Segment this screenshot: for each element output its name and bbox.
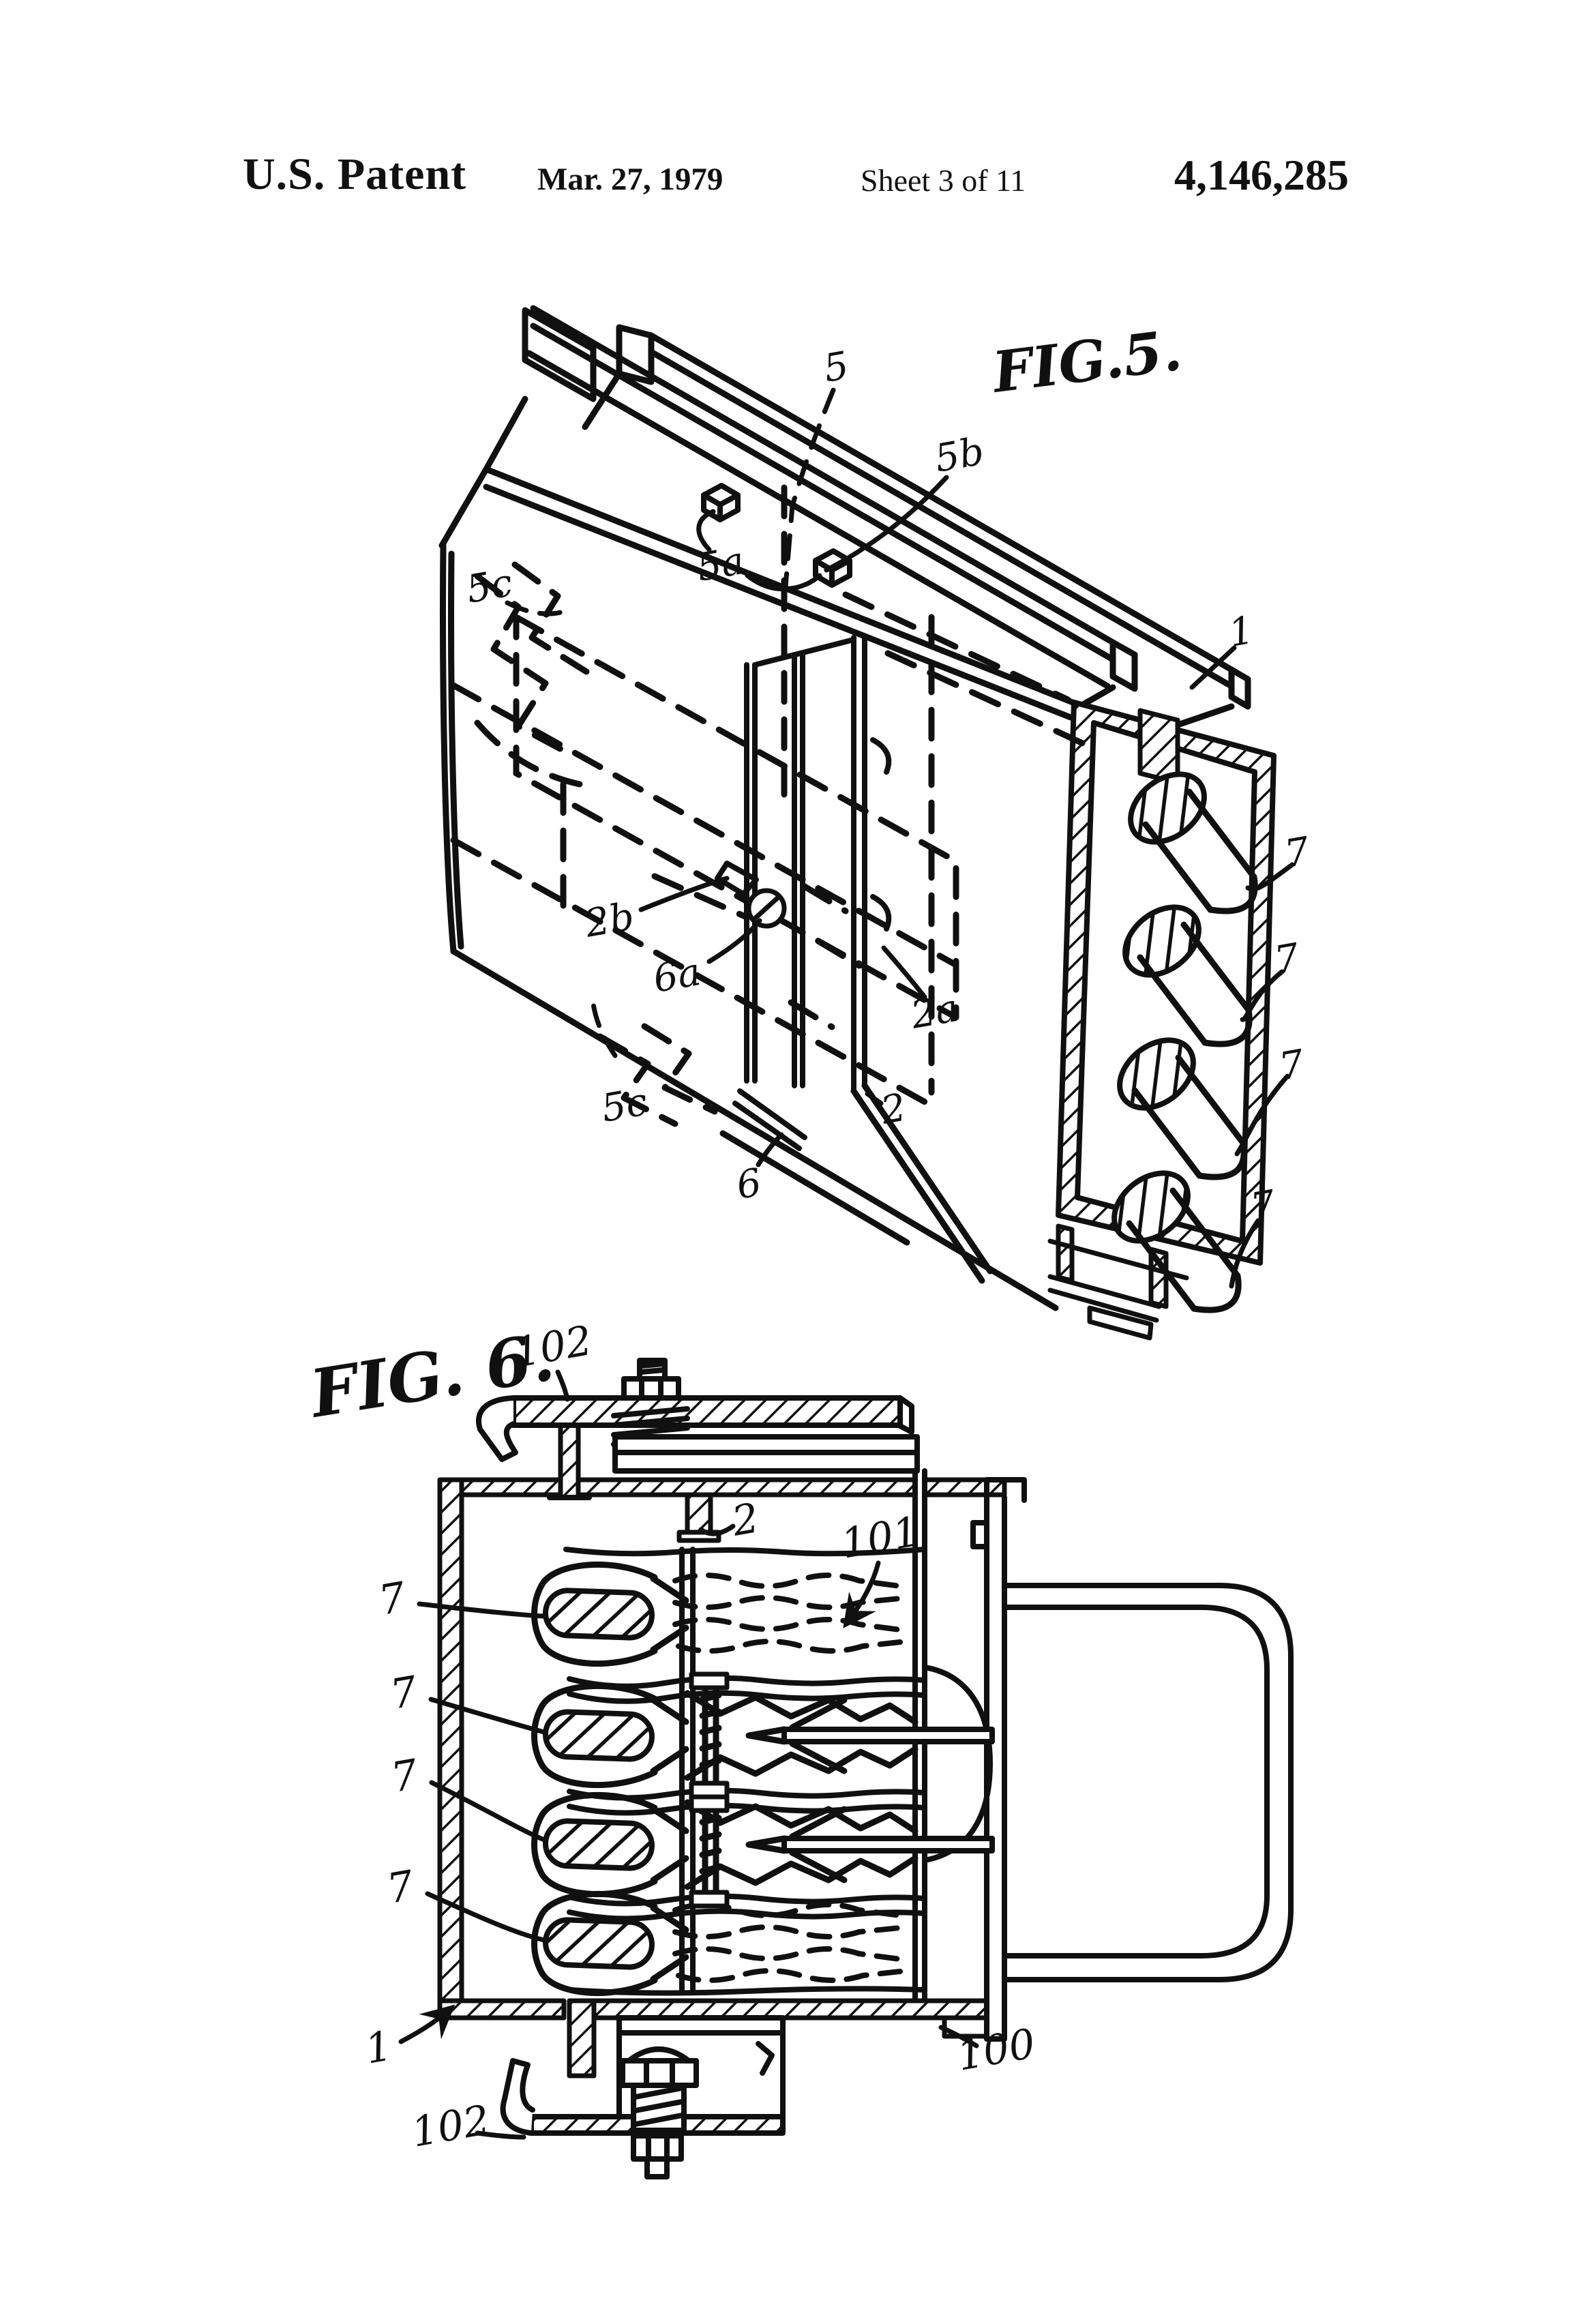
fig5-terminals bbox=[1111, 771, 1258, 1313]
fig5-leader-lines bbox=[505, 387, 1295, 1289]
fig5-title: FIG.5. bbox=[988, 318, 1185, 406]
fig6-leader-lines bbox=[398, 1369, 979, 2140]
fig6-handle bbox=[1002, 1583, 1294, 1982]
fig5-ref-5a: 5a bbox=[693, 539, 747, 591]
fig5-terminal-4 bbox=[1111, 1170, 1242, 1313]
fig5-terminal-3 bbox=[1117, 1037, 1247, 1180]
fig6-drawing: FIG. 6. 102 101 2 7 7 7 7 1 100 102 bbox=[303, 1317, 1294, 2179]
fig6-terminal-1 bbox=[531, 1561, 689, 1667]
fig5-ref-5c-upper: 5c bbox=[463, 561, 516, 612]
patent-header-date: Mar. 27, 1979 bbox=[537, 162, 723, 197]
patent-header-number: 4,146,285 bbox=[1174, 151, 1349, 199]
fig6-ref-101: 101 bbox=[837, 1508, 923, 1568]
fig6-ref-7-3: 7 bbox=[387, 1751, 422, 1802]
fig5-plate bbox=[715, 635, 892, 1151]
fig5-ref-2b: 2b bbox=[581, 894, 638, 947]
fig6-anchor-studs bbox=[547, 1421, 721, 2079]
fig5-ref-2a: 2a bbox=[907, 986, 961, 1038]
fig5-ref-5c-lower: 5c bbox=[598, 1079, 651, 1131]
fig6-ref-100: 100 bbox=[953, 2020, 1039, 2081]
fig6-ref-7-2: 7 bbox=[387, 1667, 421, 1719]
fig5-terminal-1 bbox=[1128, 771, 1258, 914]
fig6-fuse-element-hidden bbox=[672, 1573, 903, 1983]
fig6-terminal-4 bbox=[531, 1890, 689, 1997]
fig5-ref-5: 5 bbox=[820, 344, 852, 391]
fig5-ref-5b: 5b bbox=[931, 429, 987, 481]
fig6-ref-102-bottom: 102 bbox=[408, 2096, 493, 2157]
fig5-rail-clips bbox=[701, 483, 852, 588]
fig6-bottom-bracket bbox=[500, 2015, 786, 2179]
fig5-hidden-lines bbox=[450, 484, 1089, 1127]
fig6-terminal-3 bbox=[531, 1791, 689, 1898]
fig6-ref-7-1: 7 bbox=[375, 1573, 410, 1625]
fig5-ref-6: 6 bbox=[733, 1161, 764, 1208]
fig6-ref-2: 2 bbox=[728, 1494, 762, 1546]
fig5-end-cross-section bbox=[1047, 700, 1277, 1341]
fig5-terminal-2 bbox=[1122, 904, 1253, 1047]
fig5-ref-6a: 6a bbox=[650, 950, 704, 1002]
fig6-top-bracket bbox=[476, 1358, 920, 1474]
patent-header-sheet: Sheet 3 of 11 bbox=[861, 163, 1026, 198]
patent-header-title: U.S. Patent bbox=[243, 149, 467, 199]
fig6-terminals bbox=[531, 1561, 689, 1997]
fig5-drawing: FIG.5. 5 5b 5a 5c 1 2b 6a 2a 5c 2 6 7 7 … bbox=[438, 305, 1313, 1341]
fig6-clip-assemblies bbox=[684, 1671, 995, 1909]
fig5-mounting-rails bbox=[483, 305, 1251, 728]
fig6-ref-7-4: 7 bbox=[383, 1862, 418, 1913]
fig6-ref-1: 1 bbox=[361, 2022, 395, 2074]
fig6-carrier bbox=[912, 1468, 1294, 2042]
